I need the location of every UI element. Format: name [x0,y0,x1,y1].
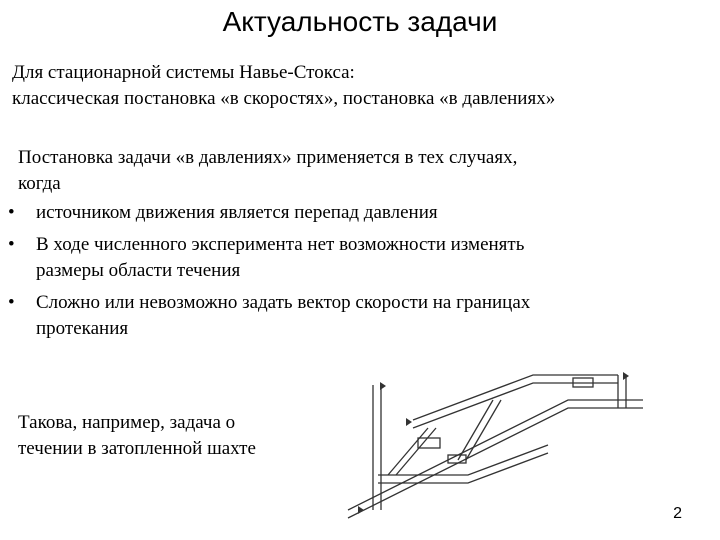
bullet-marker: • [8,202,15,223]
bullet-line: В ходе численного эксперимента нет возмо… [36,234,525,255]
bullet-marker: • [8,234,15,255]
example-line-2: течении в затопленной шахте [18,438,256,459]
bullet-line: источником движения является перепад дав… [36,202,438,223]
page-number: 2 [673,505,682,522]
bullet-item: • Сложно или невозможно задать вектор ск… [0,290,700,342]
lead-line-2: когда [18,173,61,194]
lead-text: Постановка задачи «в давлениях» применяе… [18,145,708,197]
bullet-item: • источником движения является перепад д… [0,200,700,226]
example-line-1: Такова, например, задача о [18,412,236,433]
bullet-line-continued: протекания [36,318,129,339]
bullet-marker: • [8,292,15,313]
bullet-line-continued: размеры области течения [36,260,241,281]
intro-text: Для стационарной системы Навье-Стокса: к… [12,60,712,112]
lead-line-1: Постановка задачи «в давлениях» применяе… [18,147,518,168]
mine-network-diagram [347,372,643,519]
intro-line-1: Для стационарной системы Навье-Стокса: [12,62,355,83]
bullet-line: Сложно или невозможно задать вектор скор… [36,292,531,313]
bullet-list: • источником движения является перепад д… [0,200,700,348]
bullet-item: • В ходе численного эксперимента нет воз… [0,232,700,284]
intro-line-2: классическая постановка «в скоростях», п… [12,88,556,109]
slide-title: Актуальность задачи [222,6,498,37]
example-text: Такова, например, задача о течении в зат… [18,410,338,462]
